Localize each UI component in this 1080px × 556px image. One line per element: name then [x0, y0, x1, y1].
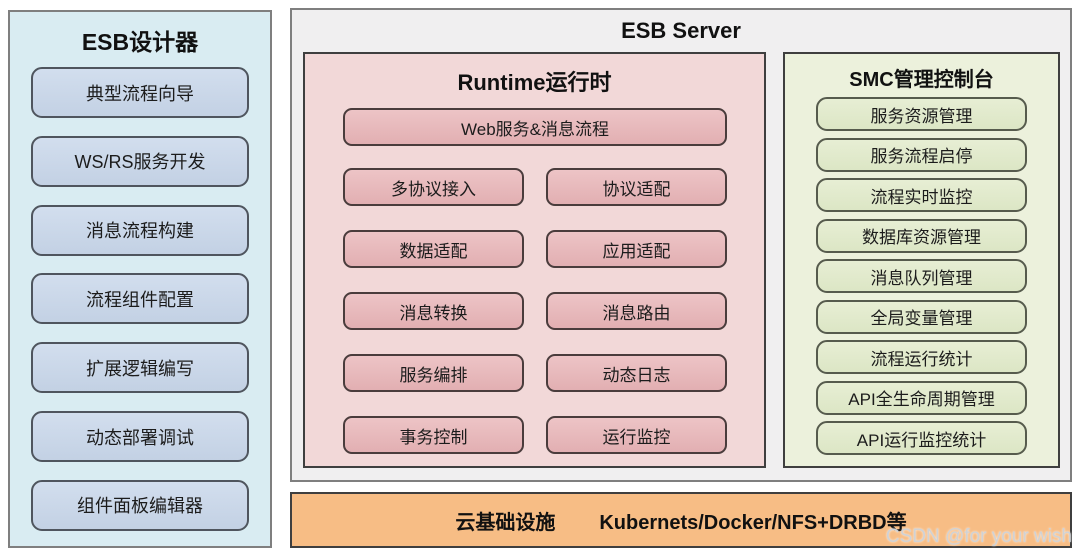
designer-item-component-panel-editor: 组件面板编辑器	[31, 479, 249, 531]
esb-designer-title: ESB设计器	[81, 29, 199, 55]
runtime-item-runtime-monitoring: 运行监控	[546, 416, 727, 454]
runtime-item-dynamic-log: 动态日志	[546, 354, 727, 392]
runtime-item-app-adaptation: 应用适配	[546, 230, 727, 268]
infrastructure-tech-stack: Kubernets/Docker/NFS+DRBD等	[599, 511, 907, 534]
runtime-item-service-orchestration: 服务编排	[343, 354, 524, 392]
smc-item-global-variable-mgmt: 全局变量管理	[816, 299, 1027, 334]
runtime-panel: Runtime运行时 Web服务&消息流程 多协议接入 协议适配 数据适配 应用…	[303, 52, 766, 468]
esb-server-panel: ESB Server Runtime运行时 Web服务&消息流程 多协议接入 协…	[290, 8, 1072, 482]
runtime-item-protocol-adaptation: 协议适配	[546, 168, 727, 206]
esb-designer-panel: ESB设计器 典型流程向导 WS/RS服务开发 消息流程构建 流程组件配置 扩展…	[8, 10, 272, 548]
runtime-row: 服务编排 动态日志	[343, 354, 727, 392]
designer-item-typical-flow-wizard: 典型流程向导	[31, 67, 249, 118]
runtime-item-web-service-message-flow: Web服务&消息流程	[343, 108, 727, 146]
runtime-row: 事务控制 运行监控	[343, 416, 727, 454]
runtime-item-multi-protocol-access: 多协议接入	[343, 168, 524, 206]
runtime-row: 多协议接入 协议适配	[343, 168, 727, 206]
smc-console-title: SMC管理控制台	[849, 69, 994, 91]
runtime-item-transaction-control: 事务控制	[343, 416, 524, 454]
smc-console-panel: SMC管理控制台 服务资源管理 服务流程启停 流程实时监控 数据库资源管理 消息…	[783, 52, 1060, 468]
smc-item-list: 服务资源管理 服务流程启停 流程实时监控 数据库资源管理 消息队列管理 全局变量…	[816, 97, 1027, 455]
smc-item-api-monitor-statistics: API运行监控统计	[816, 421, 1027, 455]
smc-item-service-resource-mgmt: 服务资源管理	[816, 97, 1027, 131]
smc-item-flow-realtime-monitor: 流程实时监控	[816, 178, 1027, 212]
runtime-capability-grid: 多协议接入 协议适配 数据适配 应用适配 消息转换 消息路由 服务编排 动态日志…	[343, 168, 727, 454]
runtime-row: 数据适配 应用适配	[343, 230, 727, 268]
designer-item-dynamic-deploy-debug: 动态部署调试	[31, 411, 249, 463]
infrastructure-label: 云基础设施	[455, 511, 556, 534]
designer-item-extension-logic: 扩展逻辑编写	[31, 342, 249, 394]
designer-item-ws-rs-service-dev: WS/RS服务开发	[31, 135, 249, 187]
designer-item-flow-component-config: 流程组件配置	[31, 273, 249, 325]
smc-item-database-resource-mgmt: 数据库资源管理	[816, 218, 1027, 253]
runtime-item-message-transform: 消息转换	[343, 292, 524, 330]
smc-item-flow-run-statistics: 流程运行统计	[816, 340, 1027, 374]
esb-server-title: ESB Server	[621, 18, 741, 43]
csdn-watermark: CSDN @for your wish	[885, 526, 1072, 547]
runtime-item-data-adaptation: 数据适配	[343, 230, 524, 268]
runtime-row: 消息转换 消息路由	[343, 292, 727, 330]
smc-item-message-queue-mgmt: 消息队列管理	[816, 259, 1027, 293]
designer-item-message-flow-build: 消息流程构建	[31, 204, 249, 256]
smc-item-service-flow-start-stop: 服务流程启停	[816, 137, 1027, 172]
cloud-infrastructure-bar: 云基础设施 Kubernets/Docker/NFS+DRBD等	[290, 492, 1072, 548]
runtime-item-message-routing: 消息路由	[546, 292, 727, 330]
smc-item-api-lifecycle-mgmt: API全生命周期管理	[816, 380, 1027, 415]
esb-designer-item-list: 典型流程向导 WS/RS服务开发 消息流程构建 流程组件配置 扩展逻辑编写 动态…	[31, 67, 249, 531]
runtime-title: Runtime运行时	[457, 70, 612, 95]
